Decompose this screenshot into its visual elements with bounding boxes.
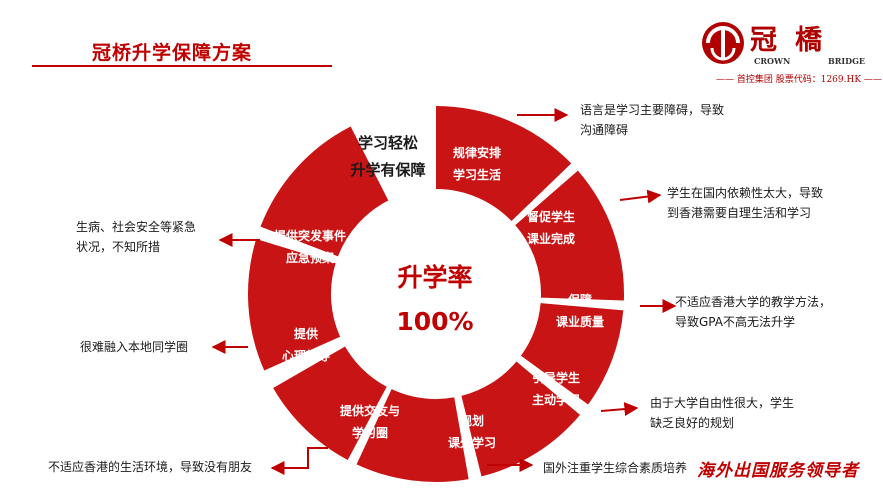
ring-segment [247, 239, 341, 371]
ring-segment-label: 课业质量 [556, 314, 604, 329]
problem-note: 语言是学习主要障碍，导致沟通障碍 [580, 100, 724, 140]
slogan-heading: 学习轻松 升学有保障 [343, 130, 433, 184]
problem-note-line: 不适应香港的生活环境，导致没有朋友 [48, 460, 253, 474]
problem-note: 生病、社会安全等紧急状况，不知所措 [76, 217, 196, 257]
page-title: 冠桥升学保障方案 [92, 42, 253, 64]
center-metric-label: 升学率 [397, 263, 473, 292]
problem-note: 国外注重学生综合素质培养 [543, 458, 687, 478]
company-logo: 冠橋 CROWN BRIDGE —— 首控集团 股票代码：1269.HK —— [700, 14, 882, 89]
problem-note: 不适应香港大学的教学方法， 导致GPA不高无法升学 [675, 292, 831, 332]
ring-segment-label: 应急预案 [286, 250, 335, 265]
problem-note-line: 沟通障碍 [580, 123, 629, 137]
note-arrow [270, 447, 328, 475]
center-metric-value: 100% [396, 307, 474, 336]
problem-note-line: 到香港需要自理生活和学习 [667, 206, 812, 220]
problem-note: 很难融入本地同学圈 [80, 337, 188, 357]
problem-note-line: 不适应香港大学的教学方法， [675, 295, 832, 309]
ring-segment [461, 361, 581, 477]
slogan-line-1: 学习轻松 [357, 134, 418, 152]
ring-segment-label: 学习生活 [453, 167, 501, 182]
problem-note-line: 语言是学习主要障碍，导致 [580, 103, 725, 117]
ring-segment [436, 106, 572, 222]
logo-tagline: —— 首控集团 股票代码：1269.HK —— [716, 75, 882, 85]
ring-segment [520, 303, 624, 405]
ring-segment [260, 126, 389, 257]
ring-segment-label: 提供 [294, 326, 318, 341]
ring-segment-label: 督促学生 [527, 209, 575, 224]
problem-note-line: 国外注重学生综合素质培养 [543, 461, 688, 475]
ring-segment-label: 规划 [460, 413, 484, 428]
ring-segment-label: 学习圈 [352, 425, 388, 440]
problem-note-line: 缺乏良好的规划 [650, 416, 735, 430]
note-arrows [211, 108, 677, 475]
ring-segment-label: 提供突发事件 [274, 228, 346, 243]
problem-note-line: 导致GPA不高无法升学 [675, 315, 795, 329]
problem-note-line: 由于大学自由性很大，学生 [650, 396, 795, 410]
note-arrow [619, 189, 662, 204]
problem-note-line: 学生在国内依赖性太大，导致 [667, 186, 824, 200]
crown-bridge-logo-icon [702, 22, 744, 64]
footer-slogan: 海外出国服务领导者 [697, 461, 859, 481]
problem-note-line: 很难融入本地同学圈 [80, 340, 189, 354]
problem-note: 学生在国内依赖性太大，导致到香港需要自理生活和学习 [667, 183, 823, 223]
ring-segment-label: 引导学生 [532, 370, 580, 385]
problem-note: 由于大学自由性很大，学生缺乏良好的规划 [650, 393, 794, 433]
problem-note: 不适应香港的生活环境，导致没有朋友 [48, 457, 252, 477]
ring-segments [247, 106, 625, 482]
ring-segment-label: 课业完成 [527, 231, 575, 246]
ring-segment-label: 课外学习 [448, 435, 496, 450]
ring-segment-label: 保障 [567, 292, 592, 307]
ring-segment [273, 346, 387, 460]
logo-name-en-right: BRIDGE [828, 56, 866, 66]
ring-segment-label: 主动学习 [532, 392, 580, 407]
logo-name-en-left: CROWN [754, 56, 791, 66]
slogan-line-2: 升学有保障 [350, 161, 426, 179]
logo-name-cn: 冠橋 [750, 25, 840, 56]
ring-segment-label: 规律安排 [453, 145, 501, 160]
ring-segment [515, 170, 625, 301]
ring-segment-label: 提供交友与 [340, 403, 400, 418]
title-underline [32, 65, 332, 67]
ring-segment-label: 心理辅导 [282, 348, 330, 363]
problem-note-line: 状况，不知所措 [76, 240, 161, 254]
note-arrow [600, 402, 639, 417]
problem-note-line: 生病、社会安全等紧急 [76, 220, 197, 234]
ring-segment [356, 389, 469, 482]
